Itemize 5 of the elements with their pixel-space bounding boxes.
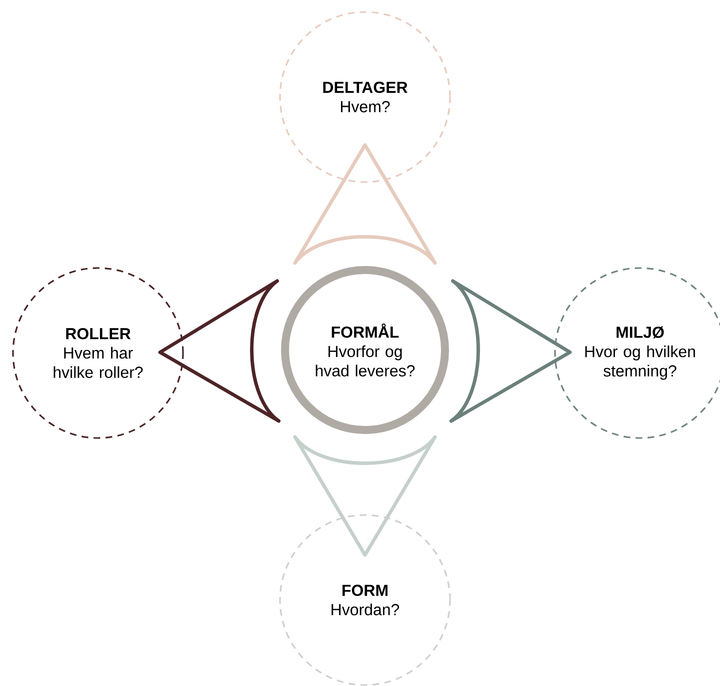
center-ring: FORMÅL Hvorfor og hvad leveres? [281,266,449,434]
chevron-arrow [158,279,281,423]
chevron-arrow [293,143,437,265]
chevron-arrow [293,435,437,557]
chevron-arrow [450,279,572,423]
